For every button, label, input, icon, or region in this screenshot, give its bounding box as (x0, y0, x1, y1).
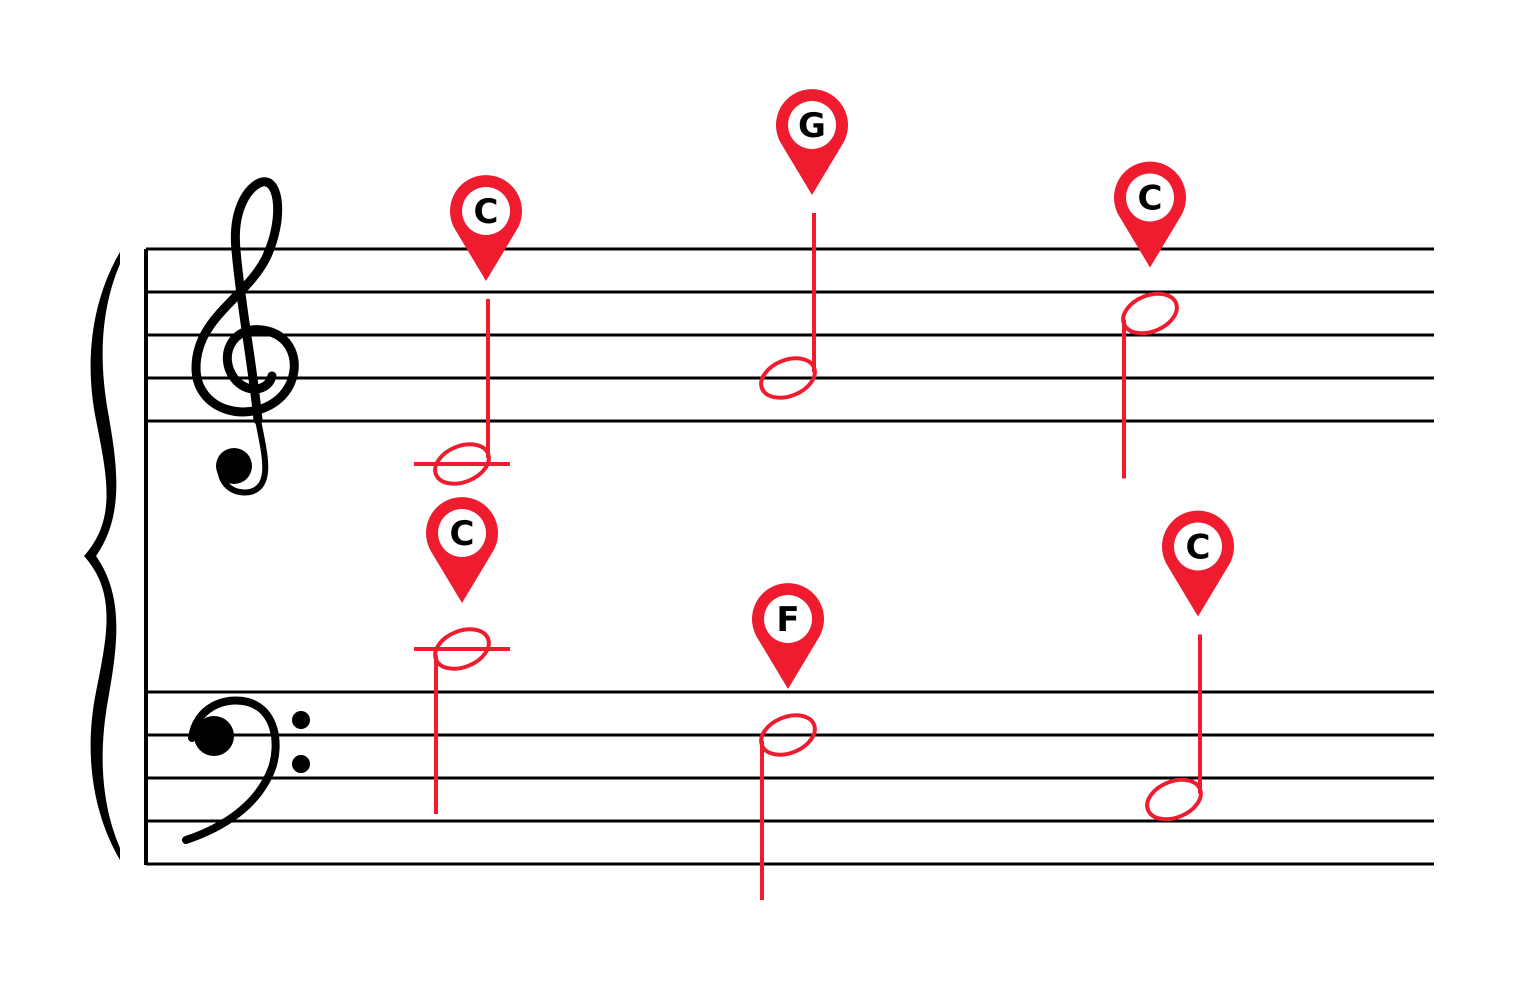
note-label: C (474, 192, 499, 232)
bass-staff (146, 690, 1434, 866)
pin-marker-icon: F (752, 583, 825, 689)
pin-marker-icon: C (1162, 510, 1235, 617)
note-label: C (1138, 179, 1163, 219)
pin-marker-icon: G (776, 89, 849, 195)
pin-marker-icon: C (426, 497, 498, 603)
note-label: G (798, 106, 826, 146)
notes-layer: C G C C F C (414, 89, 1235, 900)
treble-clef-icon (191, 177, 299, 496)
note-bass-3: C (1145, 510, 1235, 822)
note-treble-1: C (414, 175, 522, 486)
note-label: C (450, 514, 475, 554)
brace-icon (84, 252, 120, 860)
note-head (1121, 291, 1179, 336)
bass-clef-icon (182, 696, 310, 844)
treble-staff (146, 247, 1434, 423)
note-label: C (1186, 528, 1211, 568)
note-bass-1: C (414, 497, 510, 814)
note-label: F (776, 600, 799, 640)
note-bass-2: F (752, 583, 825, 900)
pin-marker-icon: C (1114, 161, 1186, 268)
note-treble-3: C (1114, 161, 1186, 479)
pin-marker-icon: C (450, 175, 522, 281)
note-treble-2: G (759, 89, 849, 400)
note-head (1145, 777, 1203, 822)
